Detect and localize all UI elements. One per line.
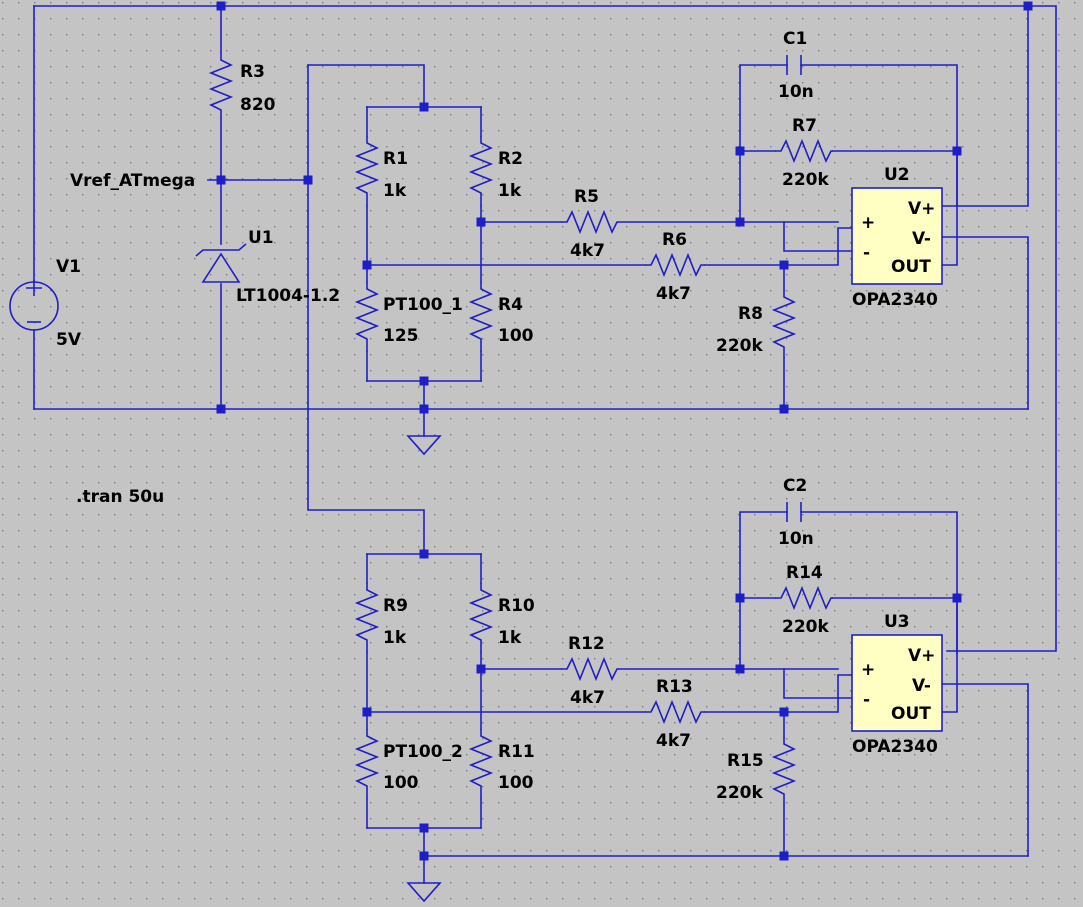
resistor-r1[interactable] [354,136,380,206]
label-c2-name: C2 [783,476,807,496]
wires-bottom [366,511,1029,884]
resistor-r9[interactable] [354,583,380,653]
u3-pin-vplus: V+ [908,646,935,666]
label-u2-value: OPA2340 [852,290,938,310]
label-r5-value: 4k7 [570,241,605,261]
u3-pin-out: OUT [891,704,931,724]
label-directive[interactable]: .tran 50u [76,487,164,507]
resistor-r7[interactable] [775,138,833,164]
label-r4-value: 100 [498,326,534,346]
label-r10-value: 1k [498,628,522,648]
label-v1-value: 5V [56,330,82,350]
ground-symbol-top [406,435,442,456]
label-r3-name: R3 [240,62,265,82]
resistor-r3[interactable] [208,52,234,118]
label-r7-name: R7 [792,116,817,136]
resistor-r12[interactable] [561,656,619,682]
label-pt100-1-value: 125 [383,326,419,346]
resistor-r10[interactable] [468,583,494,653]
label-r9-name: R9 [383,596,408,616]
capacitor-c1[interactable] [786,55,802,75]
resistor-r6[interactable] [645,252,705,278]
junction-dots [216,1,1033,861]
label-r11-name: R11 [498,742,535,762]
label-c1-value: 10n [778,82,814,102]
opamp-u2[interactable] [851,187,943,285]
u2-pin-vplus: V+ [908,199,935,219]
zener-diode-u1[interactable] [195,243,247,283]
resistor-r4[interactable] [468,282,494,352]
label-r9-value: 1k [383,628,407,648]
label-r7-value: 220k [782,170,829,190]
u2-pin-vminus: V- [912,229,931,249]
u3-pin-minus: - [863,690,870,710]
resistor-r13[interactable] [645,699,705,725]
label-r5-name: R5 [574,187,599,207]
label-r8-name: R8 [738,304,763,324]
label-u3-value: OPA2340 [852,737,938,757]
label-pt100-2-name: PT100_2 [383,742,463,762]
label-r1-value: 1k [383,181,407,201]
label-r12-value: 4k7 [570,688,605,708]
label-r2-value: 1k [498,181,522,201]
capacitor-c2[interactable] [786,502,802,522]
label-r14-name: R14 [786,563,823,583]
label-r1-name: R1 [383,149,408,169]
label-r6-name: R6 [662,230,687,250]
resistor-r14[interactable] [775,585,833,611]
label-v1-name: V1 [56,257,81,277]
voltage-source-v1[interactable] [9,280,59,331]
resistor-pt100-2[interactable] [354,729,380,799]
label-r6-value: 4k7 [656,284,691,304]
label-r8-value: 220k [716,336,763,356]
u2-pin-out: OUT [891,257,931,277]
label-c2-value: 10n [778,529,814,549]
resistor-r15[interactable] [771,737,797,805]
label-pt100-1-name: PT100_1 [383,295,463,315]
label-u3-name: U3 [884,612,910,632]
label-c1-name: C1 [783,29,807,49]
resistor-r5[interactable] [561,209,619,235]
label-r4-name: R4 [498,295,523,315]
label-u2-name: U2 [884,165,910,185]
label-r11-value: 100 [498,773,534,793]
resistor-r8[interactable] [771,290,797,358]
resistor-r11[interactable] [468,729,494,799]
label-r3-value: 820 [240,95,276,115]
u2-pin-minus: - [863,243,870,263]
label-r12-name: R12 [568,634,605,654]
label-pt100-2-value: 100 [383,773,419,793]
label-r14-value: 220k [782,617,829,637]
u3-pin-vminus: V- [912,676,931,696]
resistor-pt100-1[interactable] [354,282,380,352]
label-vref-net[interactable]: Vref_ATmega [70,171,195,191]
label-r13-name: R13 [656,677,693,697]
opamp-u3[interactable] [851,634,943,732]
label-r13-value: 4k7 [656,731,691,751]
label-r2-name: R2 [498,149,523,169]
u2-pin-plus: + [861,213,875,233]
ground-symbol-bottom [406,882,442,903]
label-r15-name: R15 [727,751,764,771]
label-u1-value: LT1004-1.2 [236,286,340,306]
label-r15-value: 220k [716,783,763,803]
label-u1-name: U1 [248,228,274,248]
component-labels: R3 820 Vref_ATmega U1 LT1004-1.2 V1 5V R… [56,29,938,803]
u3-pin-plus: + [861,660,875,680]
resistor-r2[interactable] [468,136,494,206]
label-r10-name: R10 [498,596,535,616]
